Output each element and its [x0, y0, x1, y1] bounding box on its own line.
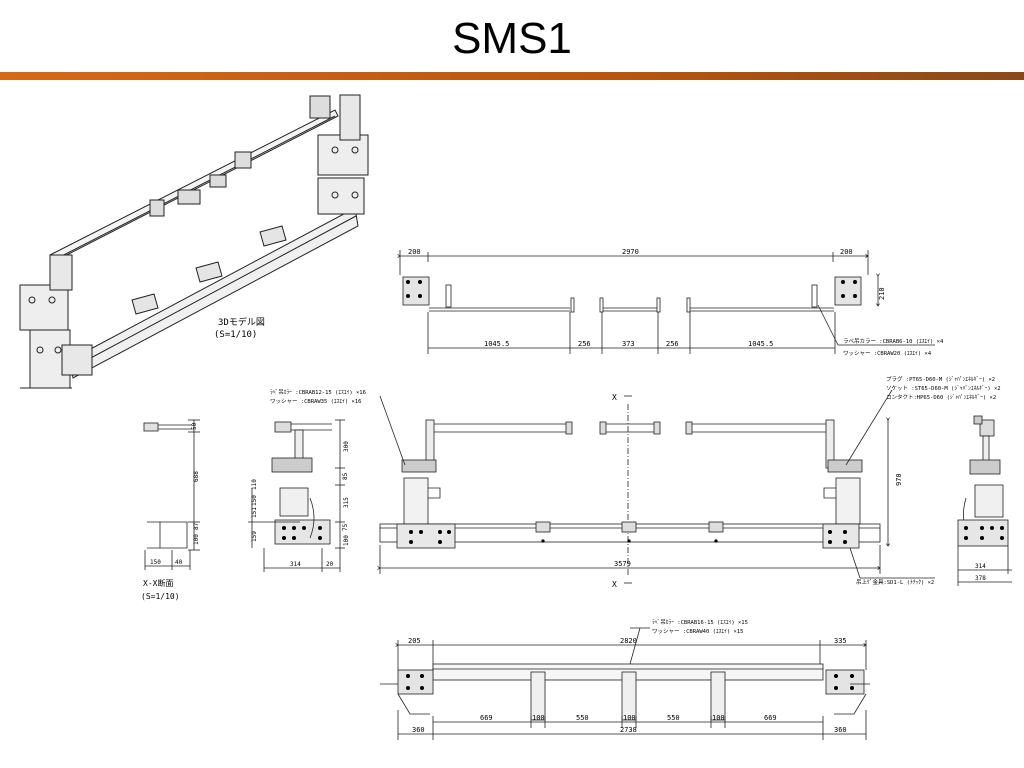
iso-caption-scale: (S=1/10) — [214, 330, 257, 340]
sec-dim-w2: 40 — [175, 559, 183, 566]
bottom-seg-5: 550 — [667, 714, 680, 722]
bottom-note-1: ﾗﾍﾞ吊ｶﾗｰ :CBRAB16-15 (ｴｽｴｲ) ×15 — [652, 619, 748, 626]
bottom-seg-1: 669 — [480, 714, 493, 722]
right-dim-w1: 314 — [975, 563, 986, 570]
slide-title: SMS1 — [452, 14, 572, 63]
top-seg-2: 256 — [578, 340, 591, 348]
front-note-a1: ﾗﾍﾞ吊ｶﾗｰ :CBRAB12-15 (ｴｽｴｲ) ×16 — [270, 389, 366, 396]
bottom-dim-total: 2820 — [620, 637, 637, 645]
bottom-dim-right: 335 — [834, 637, 847, 645]
bottom-dim-bl: 360 — [412, 726, 425, 734]
front-note-b1: プラグ :PT65-D60-M (ｼﾞｬﾊﾟﾝｴﾈﾙｷﾞｰ) ×2 — [886, 375, 995, 383]
section-caption-scale: (S=1/10) — [141, 592, 180, 601]
bottom-dim-btotal: 2738 — [620, 726, 637, 734]
left-dim-d: 100 — [343, 535, 350, 546]
top-seg-3: 373 — [622, 340, 635, 348]
left-dim-h: 110 — [251, 479, 258, 490]
right-side-view — [957, 415, 1012, 586]
left-dim-g: 151 — [251, 507, 258, 518]
left-dim-e: 75 — [342, 523, 349, 531]
sec-dim-top: 50 — [191, 422, 198, 430]
left-dim-a: 300 — [343, 441, 350, 452]
top-dim-left: 200 — [408, 248, 421, 256]
front-dim-width: 3579 — [614, 560, 631, 568]
top-seg-1: 1045.5 — [484, 340, 509, 348]
top-dim-height: 210 — [878, 287, 886, 300]
bottom-seg-4: 100 — [623, 714, 636, 722]
bottom-seg-7: 669 — [764, 714, 777, 722]
top-view — [400, 250, 935, 354]
section-mark-bottom: X — [612, 580, 617, 589]
section-caption-title: X-X断面 — [143, 578, 173, 588]
section-mark-top: X — [612, 393, 617, 402]
isometric-model-view — [19, 94, 369, 389]
bottom-dim-left: 205 — [408, 637, 421, 645]
bottom-seg-3: 550 — [576, 714, 589, 722]
left-side-view — [248, 419, 345, 572]
front-note-b2: ソケット :ST65-D60-M (ｼﾞｬﾊﾟﾝｴﾈﾙｷﾞｰ) ×2 — [886, 385, 1001, 392]
section-view — [143, 419, 200, 570]
top-dim-right: 200 — [840, 248, 853, 256]
sec-dim-low-b: 87 — [193, 522, 200, 530]
sec-dim-w1: 150 — [150, 559, 161, 566]
bottom-note-2: ワッシャー :CBRAW40 (ｴｽｴｲ) ×15 — [652, 628, 743, 635]
left-dim-w1: 314 — [290, 561, 301, 568]
bottom-view — [380, 627, 870, 740]
top-dim-total: 2970 — [622, 248, 639, 256]
left-dim-w2: 20 — [326, 561, 334, 568]
bottom-seg-6: 100 — [712, 714, 725, 722]
front-dim-height: 970 — [895, 473, 903, 486]
left-dim-f: 150 — [251, 495, 258, 506]
sec-dim-mid: 688 — [193, 471, 200, 482]
left-dim-i: 159 — [251, 531, 258, 542]
left-dim-c: 315 — [343, 497, 350, 508]
top-note-1: ラベ吊カラー :CBRAB6-10 (ｴｽｴｲ) ×4 — [843, 338, 944, 345]
front-view — [380, 389, 935, 584]
top-seg-5: 1045.5 — [748, 340, 773, 348]
top-note-2: ワッシャー :CBRAW20 (ｴｽｴｲ) ×4 — [843, 350, 932, 357]
title-accent-rule — [0, 72, 1024, 80]
right-dim-w2: 378 — [975, 575, 986, 582]
sec-dim-low-a: 100 — [193, 534, 200, 545]
iso-caption-title: 3Dモデル図 — [218, 316, 265, 328]
bottom-dim-br: 360 — [834, 726, 847, 734]
front-note-b3: コンタクト:HP65-D60 (ｼﾞｬﾊﾟﾝｴﾈﾙｷﾞｰ) ×2 — [886, 393, 996, 401]
front-note-a2: ワッシャー :CBRAW35 (ｴｽｴｲ) ×16 — [270, 398, 361, 405]
left-dim-b: 85 — [342, 472, 349, 480]
top-seg-4: 256 — [666, 340, 679, 348]
front-note-bottom: 吊上ｹﾞ金具:SD1-L (ﾅﾁｯｸ) ×2 — [856, 578, 934, 586]
bottom-seg-2: 100 — [532, 714, 545, 722]
